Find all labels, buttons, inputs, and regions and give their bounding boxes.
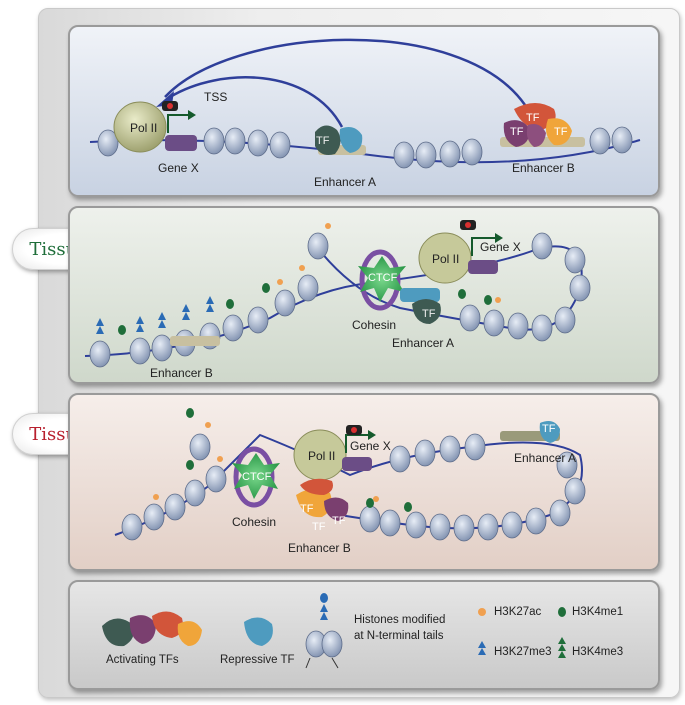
h3k27ac-marks: [153, 422, 379, 502]
ctcf-label: CTCF: [368, 272, 398, 284]
pol-ii-label: Pol II: [308, 449, 336, 463]
tf-label: TF: [422, 308, 436, 320]
tf-label-a: TF: [316, 135, 330, 147]
tissue-b-diagram: [114, 408, 586, 542]
legend-graphics: [102, 593, 566, 669]
tf-label-a: TF: [542, 423, 556, 435]
repressive-tf-blue: [339, 127, 363, 153]
h3k27me3-marks: [96, 296, 214, 334]
h3k4me1-marks: [118, 283, 492, 335]
cohesin-ring: [359, 249, 401, 311]
tss-arrow: [167, 114, 188, 133]
activating-tfs-label: Activating TFs: [106, 654, 179, 666]
activating-tf-purple: [324, 497, 349, 521]
pol-ii-label: Pol II: [432, 252, 460, 266]
h3k27me3-icon: [478, 641, 486, 655]
repressive-tf-icon: [244, 617, 273, 646]
h3k27ac-icon: [478, 608, 486, 616]
histones-label-2: at N-terminal tails: [354, 630, 444, 642]
h3k4me1-marks: [186, 408, 412, 512]
activating-tfs-icon: [102, 611, 202, 647]
modified-histone-icon: [305, 593, 343, 669]
pol-ii-label: Pol II: [130, 121, 158, 135]
h3k27ac-label: H3K27ac: [494, 606, 542, 618]
enhancer-b-label: Enhancer B: [512, 161, 575, 175]
ctcf-label: CTCF: [242, 471, 272, 483]
enhancer-a-label: Enhancer A: [514, 451, 577, 465]
enhancer-a-label: Enhancer A: [392, 336, 455, 350]
gene-x-label: Gene X: [350, 439, 391, 453]
tss-arrow: [345, 434, 368, 453]
h3k27me3-label: H3K27me3: [494, 646, 552, 658]
repressive-tf-label: Repressive TF: [220, 654, 295, 666]
enhancer-b-arrow: [164, 38, 527, 106]
tf-label-b1: TF: [300, 503, 314, 515]
tf-label-b3: TF: [332, 515, 346, 527]
gene-x-label: Gene X: [480, 240, 521, 254]
activating-tf-orange: [546, 118, 572, 146]
h3k4me1-label: H3K4me1: [572, 606, 624, 618]
gene-x-body: [342, 457, 372, 471]
h3k4me3-label: H3K4me3: [572, 646, 624, 658]
enhancer-a-label: Enhancer A: [314, 175, 377, 189]
h3k4me3-icon: [558, 637, 566, 658]
enhancer-b-label: Enhancer B: [150, 366, 213, 380]
tf-label-b3: TF: [554, 126, 568, 138]
tf-label-b2: TF: [312, 521, 326, 533]
histones-label-1: Histones modified: [354, 614, 446, 626]
tss-arrow: [471, 237, 495, 256]
gene-x-body: [468, 260, 498, 274]
enhancer-a-arrow: [169, 76, 344, 128]
nucleosomes: [97, 126, 633, 169]
gene-x-body: [165, 135, 197, 151]
cohesin-label: Cohesin: [232, 515, 277, 529]
repressive-tf-dark: [412, 299, 441, 324]
activating-tf-red: [514, 103, 556, 130]
linear-chromatin-panel: Pol II TSS Gene X TF Enhancer A TF TF TF…: [68, 25, 660, 197]
activating-tf-purple-2: [526, 124, 546, 147]
tissue-b-panel: CTCF Pol II Gene X Enhancer A TF Cohesin…: [68, 393, 660, 571]
tss-label: TSS: [204, 90, 228, 104]
ctcf-protein: [232, 453, 280, 499]
tissue-a-panel: CTCF Pol II Gene X Cohesin TF Enhancer A…: [68, 206, 660, 384]
repressive-tf-dark: [315, 125, 341, 155]
enhancer-b-label: Enhancer B: [288, 541, 351, 555]
cohesin-ring: [233, 446, 275, 508]
activating-tf-purple: [503, 120, 530, 147]
repressive-tf-blue: [539, 421, 560, 443]
activating-tf-orange: [296, 488, 332, 518]
legend-panel: Activating TFs Repressive TF Histones mo…: [68, 580, 660, 690]
activating-tf-red: [300, 478, 333, 495]
pol-ii-complex: [418, 232, 472, 284]
h3k27ac-marks: [277, 223, 501, 303]
gene-x-label: Gene X: [158, 161, 199, 175]
tissue-a-diagram: [84, 220, 591, 368]
h3k4me1-icon: [558, 607, 566, 617]
tf-label-b1: TF: [526, 112, 540, 124]
linear-chromatin-diagram: [89, 38, 641, 169]
nucleosomes: [121, 433, 586, 542]
cohesin-label: Cohesin: [352, 318, 397, 332]
tf-label-b2: TF: [510, 126, 524, 138]
pol-ii-complex: [113, 101, 167, 153]
ctcf-protein: [358, 256, 406, 302]
